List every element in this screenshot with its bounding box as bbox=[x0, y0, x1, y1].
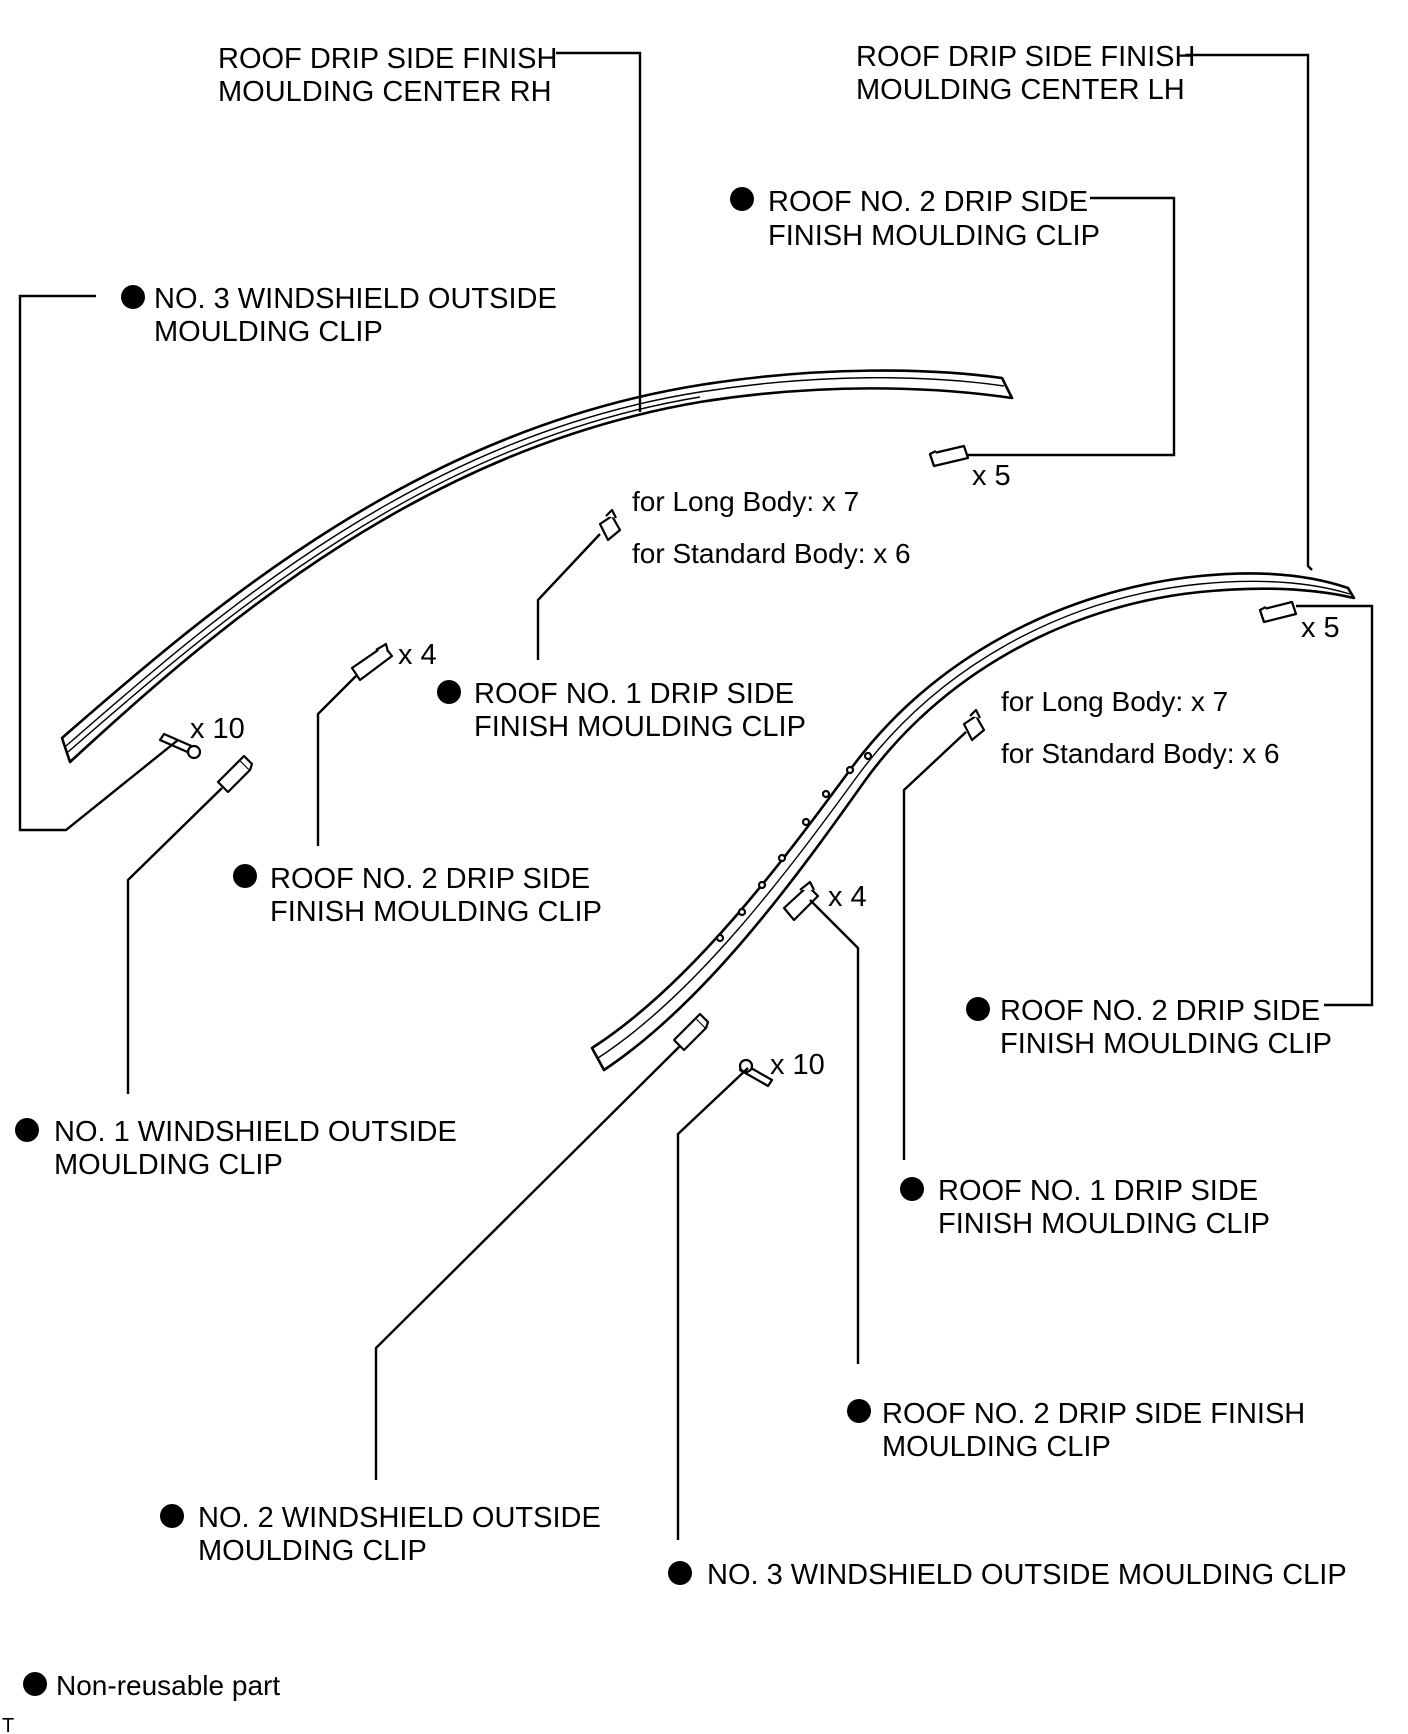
rh-center-label-line2: MOULDING CENTER RH bbox=[218, 76, 552, 108]
rh-no1-clip-label-line1: ROOF NO. 1 DRIP SIDE bbox=[474, 678, 794, 710]
leader-top-no2-clip bbox=[966, 196, 1176, 457]
rh-roof-no1-clip-part bbox=[598, 508, 622, 542]
rh-no2-front-quantity: x 4 bbox=[398, 639, 437, 671]
roof-drip-side-finish-moulding-center-lh bbox=[590, 572, 1356, 1072]
lh-right-no2-clip-label-line2: FINISH MOULDING CLIP bbox=[1000, 1028, 1332, 1060]
lh-no1-clip-label-line2: FINISH MOULDING CLIP bbox=[938, 1208, 1270, 1240]
lh-bottom-no2-clip-label-line2: MOULDING CLIP bbox=[882, 1431, 1111, 1463]
non-reusable-marker bbox=[437, 680, 461, 704]
lh-right-no2-clip-label-line1: ROOF NO. 2 DRIP SIDE bbox=[1000, 995, 1320, 1027]
rh-no1-windshield-clip-part bbox=[216, 754, 254, 794]
leader-bottom-no3-ws bbox=[676, 1067, 749, 1540]
lh-center-label-line1: ROOF DRIP SIDE FINISH bbox=[856, 41, 1195, 73]
leader-lh-bottom-no2 bbox=[809, 899, 860, 1364]
legend-label: Non-reusable part bbox=[56, 1670, 280, 1701]
non-reusable-marker bbox=[160, 1504, 184, 1528]
lh-no1-clip-label-line1: ROOF NO. 1 DRIP SIDE bbox=[938, 1175, 1258, 1207]
rh-standard-body-count: for Standard Body: x 6 bbox=[632, 538, 911, 569]
bottom-no2-ws-label-line2: MOULDING CLIP bbox=[198, 1535, 427, 1567]
left-no1-ws-label-line1: NO. 1 WINDSHIELD OUTSIDE bbox=[54, 1116, 457, 1148]
lh-long-body-count: for Long Body: x 7 bbox=[1001, 686, 1228, 717]
lh-no2-windshield-clip-part bbox=[672, 1012, 710, 1052]
rh-center-label-line1: ROOF DRIP SIDE FINISH bbox=[218, 43, 557, 75]
non-reusable-marker bbox=[233, 864, 257, 888]
lh-roof-no2-clip-front-part bbox=[782, 880, 820, 922]
non-reusable-marker bbox=[966, 997, 990, 1021]
leader-rh-center bbox=[556, 51, 642, 412]
corner-mark: T bbox=[2, 1715, 14, 1734]
lh-standard-body-count: for Standard Body: x 6 bbox=[1001, 738, 1280, 769]
leader-lh-right-no2 bbox=[1296, 604, 1374, 1007]
leader-lines bbox=[18, 51, 1374, 1540]
moulding-clip-seats bbox=[715, 751, 873, 943]
rh-no3-windshield-clip-part bbox=[158, 732, 202, 760]
legend-marker bbox=[23, 1672, 47, 1696]
left-no3-ws-label-line1: NO. 3 WINDSHIELD OUTSIDE bbox=[154, 283, 557, 315]
non-reusable-marker bbox=[730, 187, 754, 211]
lh-center-label-line2: MOULDING CENTER LH bbox=[856, 74, 1185, 106]
bottom-no2-ws-label-line1: NO. 2 WINDSHIELD OUTSIDE bbox=[198, 1502, 601, 1534]
lh-no3-ws-quantity: x 10 bbox=[770, 1049, 825, 1081]
rh-roof-no2-clip-front-part bbox=[350, 642, 394, 682]
left-no3-ws-label-line2: MOULDING CLIP bbox=[154, 316, 383, 348]
left-no1-ws-label-line2: MOULDING CLIP bbox=[54, 1149, 283, 1181]
non-reusable-marker bbox=[121, 285, 145, 309]
non-reusable-marker bbox=[15, 1118, 39, 1142]
bottom-no3-ws-label: NO. 3 WINDSHIELD OUTSIDE MOULDING CLIP bbox=[707, 1559, 1347, 1591]
leader-lh-no1-clip bbox=[902, 731, 967, 1160]
rh-roof-no2-clip-top-part bbox=[928, 444, 970, 468]
top-no2-clip-label-line2: FINISH MOULDING CLIP bbox=[768, 220, 1100, 252]
lh-no2-top-quantity: x 5 bbox=[1301, 612, 1340, 644]
non-reusable-marker bbox=[847, 1399, 871, 1423]
leader-rh-no2-front bbox=[316, 675, 357, 846]
leader-left-no1-ws bbox=[126, 787, 223, 1094]
leader-bottom-no2-ws bbox=[374, 1045, 681, 1480]
roof-drip-side-finish-moulding-center-rh bbox=[60, 369, 1014, 764]
lh-bottom-no2-clip-label-line1: ROOF NO. 2 DRIP SIDE FINISH bbox=[882, 1398, 1305, 1430]
lh-roof-no2-clip-top-part bbox=[1258, 600, 1298, 624]
rh-no3-ws-quantity: x 10 bbox=[190, 713, 245, 745]
legend: Non-reusable part bbox=[23, 1670, 280, 1701]
rh-no2-clip-label-line2: FINISH MOULDING CLIP bbox=[270, 896, 602, 928]
lh-roof-no1-clip-part bbox=[962, 708, 986, 742]
lh-no3-windshield-clip-part bbox=[738, 1058, 774, 1088]
top-no2-clip-label-line1: ROOF NO. 2 DRIP SIDE bbox=[768, 186, 1088, 218]
leader-rh-no1-clip bbox=[536, 533, 601, 660]
leader-left-no3-ws bbox=[18, 294, 179, 832]
rh-no2-clip-label-line1: ROOF NO. 2 DRIP SIDE bbox=[270, 863, 590, 895]
non-reusable-marker bbox=[900, 1177, 924, 1201]
non-reusable-marker bbox=[668, 1561, 692, 1585]
lh-no2-front-quantity: x 4 bbox=[828, 881, 867, 913]
rh-no1-clip-label-line2: FINISH MOULDING CLIP bbox=[474, 711, 806, 743]
leader-lh-center bbox=[1185, 53, 1313, 571]
rh-no2-top-quantity: x 5 bbox=[972, 460, 1011, 492]
rh-long-body-count: for Long Body: x 7 bbox=[632, 486, 859, 517]
